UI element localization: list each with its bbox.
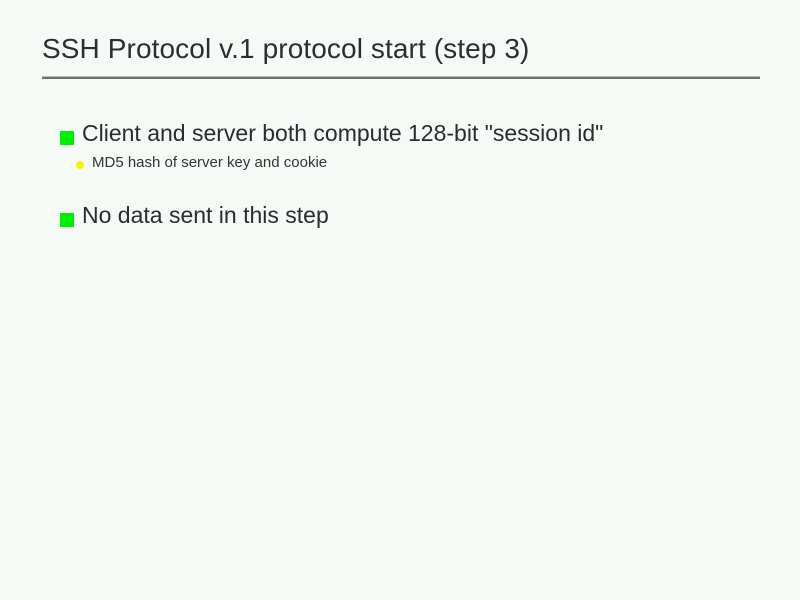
bullet-text: Client and server both compute 128-bit "… (82, 120, 604, 146)
slide-title-block: SSH Protocol v.1 protocol start (step 3) (42, 32, 762, 66)
yellow-dot-bullet-icon (76, 161, 84, 169)
page-title: SSH Protocol v.1 protocol start (step 3) (42, 33, 530, 64)
bullet-text: No data sent in this step (82, 202, 329, 228)
green-square-bullet-icon (60, 213, 74, 227)
list-item: No data sent in this step (0, 200, 800, 231)
list-item: Client and server both compute 128-bit "… (0, 118, 800, 149)
green-square-bullet-icon (60, 131, 74, 145)
title-divider (42, 76, 760, 79)
bullet-spacer (0, 174, 800, 200)
sub-bullet-text: MD5 hash of server key and cookie (92, 154, 328, 171)
list-item: MD5 hash of server key and cookie (0, 152, 800, 174)
slide-body: Client and server both compute 128-bit "… (0, 118, 800, 234)
